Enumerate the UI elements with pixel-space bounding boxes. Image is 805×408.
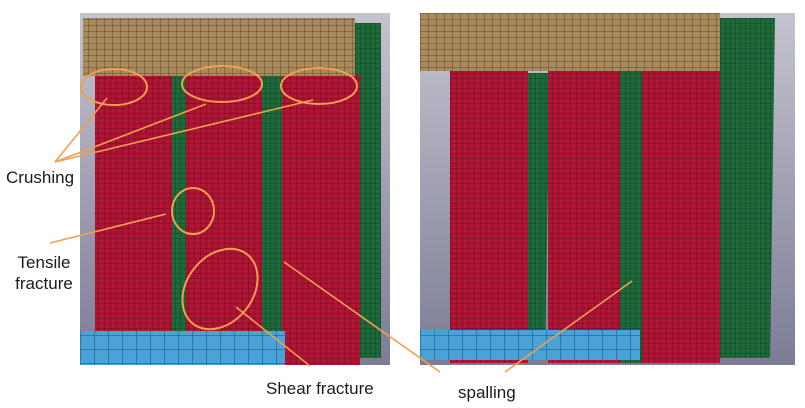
left-column-1 xyxy=(95,75,173,365)
right-column-2 xyxy=(548,71,623,363)
right-base-block xyxy=(420,330,640,360)
left-base-block xyxy=(80,331,285,365)
tensile-label-line1: Tensile xyxy=(17,253,71,272)
tensile-label-line2: fracture xyxy=(15,274,73,293)
right-simulation-panel xyxy=(420,13,795,365)
left-simulation-image xyxy=(80,13,390,365)
crushing-label: Crushing xyxy=(6,168,75,187)
spalling-label: spalling xyxy=(458,383,516,402)
right-simulation-image xyxy=(420,13,795,365)
left-top-beam xyxy=(83,18,355,76)
shear-fracture-label: Shear fracture xyxy=(266,379,374,398)
left-green-strip-2 xyxy=(262,75,282,365)
left-column-2 xyxy=(186,75,268,365)
left-simulation-panel xyxy=(80,13,390,365)
right-column-3 xyxy=(642,71,720,363)
right-green-strip-2 xyxy=(620,71,642,363)
right-column-1 xyxy=(450,71,528,363)
right-top-beam xyxy=(420,13,720,71)
tensile-fracture-label: Tensile fracture xyxy=(14,252,74,294)
left-column-3 xyxy=(282,75,360,365)
right-leaning-wall xyxy=(715,18,775,358)
